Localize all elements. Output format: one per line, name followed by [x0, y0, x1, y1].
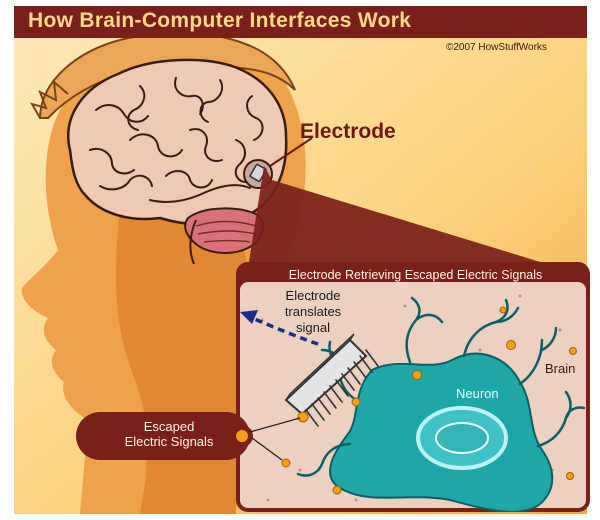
electrode-label: Electrode [300, 120, 396, 144]
translates-line-2: translates [268, 304, 358, 320]
translates-line-1: Electrode [268, 288, 358, 304]
translates-signal-label: Electrode translates signal [268, 288, 358, 336]
page-title: How Brain-Computer Interfaces Work [28, 9, 411, 33]
translates-line-3: signal [268, 320, 358, 336]
brain-label: Brain [545, 361, 575, 376]
neuron-label: Neuron [456, 386, 499, 401]
escaped-line-2: Electric Signals [104, 434, 234, 449]
nucleolus [436, 423, 488, 453]
brain [68, 60, 286, 224]
escaped-line-1: Escaped [104, 419, 234, 434]
copyright-text: ©2007 HowStuffWorks [446, 42, 547, 53]
escaped-signals-label: Escaped Electric Signals [104, 419, 234, 449]
detail-panel-title: Electrode Retrieving Escaped Electric Si… [243, 268, 588, 282]
